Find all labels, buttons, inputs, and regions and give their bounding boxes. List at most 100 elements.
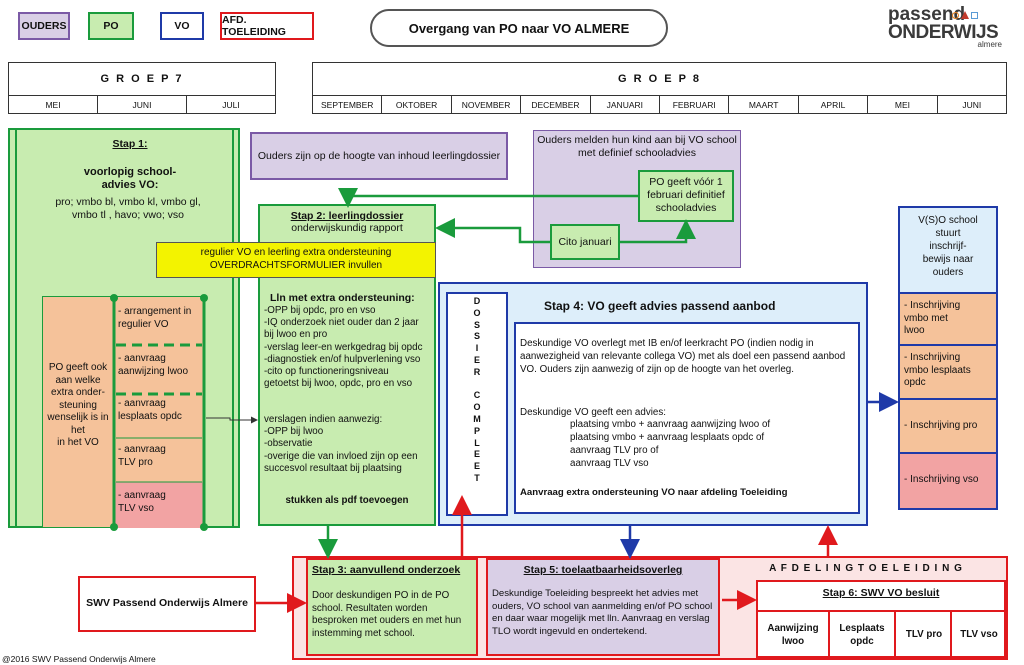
- stap1-body: voorlopig school- advies VO:: [83, 166, 177, 191]
- groep7-months: MEI JUNI JULI: [8, 96, 276, 114]
- regulier-text: regulier VO en leerling extra ondersteun…: [200, 247, 392, 271]
- stap2-title: Stap 2: leerlingdossier: [290, 210, 404, 222]
- vso-stuurt-box: [898, 206, 998, 294]
- stap4-item-3: aanvraag TLV pro of: [570, 445, 659, 456]
- swv-text: SWV Passend Onderwijs Almere: [86, 597, 248, 609]
- afdeling-title: A F D E L I N G T O E L E I D I N G: [769, 563, 963, 574]
- inschrijving-pro: - Inschrijving pro: [898, 400, 998, 454]
- stap4-item-2: plaatsing vmbo + aanvraag lesplaats opdc…: [570, 432, 765, 443]
- arrow-options-to-stap2: [206, 416, 258, 424]
- arrow-po-advies-to-stap2: [338, 188, 638, 208]
- stap3-box: [306, 558, 478, 656]
- logo-line2: ONDERWIJS: [888, 22, 999, 43]
- page-title: Overgang van PO naar VO ALMERE: [370, 9, 668, 47]
- option-arrangement: - arrangement in regulier VO: [118, 306, 192, 330]
- stap4-title: Stap 4: VO geeft advies passend aanbod: [544, 299, 776, 313]
- stap6-title: Stap 6: SWV VO besluit: [822, 587, 940, 599]
- stap1-inner-line-right: [232, 128, 234, 528]
- po-geeft-text: PO geeft ook aan welke extra onder- steu…: [47, 362, 109, 448]
- dot: [200, 523, 208, 531]
- legend-vo: VO: [160, 12, 204, 40]
- stap5-title: Stap 5: toelaatbaarheidsoverleg: [523, 564, 683, 576]
- arrow-cito-to-stap2: [435, 218, 550, 244]
- verslagen: verslagen indien aanwezig: -OPP bij lwoo…: [264, 414, 418, 474]
- logo-mark: [952, 7, 982, 19]
- po-geeft-box: [42, 296, 114, 528]
- groep7-header: G R O E P 7: [8, 62, 276, 96]
- stap2-sub: onderwijskundig rapport: [291, 222, 403, 234]
- stap1-list: pro; vmbo bl, vmbo kl, vmbo gl, vmbo tl …: [55, 196, 201, 221]
- stap5-box: [486, 558, 720, 656]
- stap4-p2: Deskundige VO geeft een advies:: [520, 407, 666, 418]
- month-cell: FEBRUARI: [660, 96, 730, 113]
- dot: [110, 294, 118, 302]
- logo: passend ONDERWIJS almere: [886, 4, 1014, 50]
- legend-ouders: OUDERS: [18, 12, 70, 40]
- stap1-inner-line-left: [15, 128, 17, 528]
- month-cell: JUNI: [962, 99, 982, 110]
- dossier-box: [446, 292, 508, 516]
- dot: [200, 294, 208, 302]
- ouders-hoogte-text: Ouders zijn op de hoogte van inhoud leer…: [257, 150, 501, 162]
- lln-list: -OPP bij opdc, pro en vso -IQ onderzoek …: [264, 305, 423, 390]
- month-cell: JANUARI: [591, 96, 661, 113]
- pdf-note: stukken als pdf toevoegen: [285, 495, 409, 506]
- stap4-p1: Deskundige VO overlegt met IB en/of leer…: [520, 338, 846, 375]
- stap6-col-sep-2: [894, 610, 896, 658]
- inschrijving-opdc: - Inschrijving vmbo lesplaats opdc: [898, 346, 998, 400]
- stap6-cell-opdc: Lesplaats opdc: [839, 623, 885, 647]
- logo-line1: passend: [888, 4, 966, 25]
- po-geeft-voor-text: PO geeft vóór 1 februari definitief scho…: [647, 176, 725, 214]
- vso-stuurt-text: V(S)O school stuurt inschrijf- bewijs na…: [918, 215, 978, 278]
- option-tlv-pro: - aanvraag TLV pro: [118, 444, 166, 468]
- month-cell: MAART: [729, 96, 799, 113]
- stap4-item-1: plaatsing vmbo + aanvraag aanwijzing lwo…: [570, 419, 771, 430]
- footer-copyright: @2016 SWV Passend Onderwijs Almere: [2, 654, 156, 664]
- option-lwoo: - aanvraag aanwijzing lwoo: [118, 353, 189, 377]
- month-cell: MEI: [868, 96, 938, 113]
- stap6-box: [756, 580, 1006, 658]
- month-cell: SEPTEMBER: [313, 96, 383, 113]
- arrow-cito-to-po-advies: [620, 219, 696, 244]
- dot: [110, 523, 118, 531]
- option-tlv-vso: - aanvraag TLV vso: [114, 482, 204, 528]
- stap3-body: Door deskundigen PO in de PO school. Res…: [312, 590, 462, 639]
- logo-line3: almere: [977, 40, 1002, 49]
- ouders-hoogte-box: [250, 132, 508, 180]
- stap6-cell-vso: TLV vso: [960, 629, 998, 640]
- month-cell: OKTOBER: [382, 96, 452, 113]
- groep8-months: SEPTEMBER OKTOBER NOVEMBER DECEMBER JANU…: [312, 96, 1007, 114]
- stap4-item-4: aanvraag TLV vso: [570, 458, 649, 469]
- stap1-title: Stap 1:: [112, 138, 148, 150]
- stap6-cell-pro: TLV pro: [905, 629, 943, 640]
- stap5-body: Deskundige Toeleiding bespreekt het advi…: [492, 588, 713, 637]
- option-opdc: - aanvraag lesplaats opdc: [118, 398, 182, 422]
- month-cell: APRIL: [799, 96, 869, 113]
- stap6-divider: [756, 610, 1006, 612]
- stap3-title: Stap 3: aanvullend onderzoek: [312, 564, 461, 576]
- month-cell: DECEMBER: [521, 96, 591, 113]
- legend-po: PO: [88, 12, 134, 40]
- ouders-melden-text: Ouders melden hun kind aan bij VO school…: [537, 134, 737, 159]
- inschrijving-lwoo: - Inschrijving vmbo met lwoo: [898, 294, 998, 346]
- lln-title: Lln met extra ondersteuning:: [270, 292, 415, 304]
- stap6-cell-lwoo: Aanwijzing lwoo: [767, 623, 819, 647]
- cito-text: Cito januari: [558, 236, 612, 248]
- dossier-text: D O S S I E R C O M P L E E T: [473, 296, 481, 483]
- month-cell: JULI: [222, 99, 240, 110]
- legend-afd: AFD. TOELEIDING: [220, 12, 314, 40]
- stap4-p3: Aanvraag extra ondersteuning VO naar afd…: [520, 487, 788, 498]
- stap4-inner-box: [514, 322, 860, 514]
- stap6-col-sep-1: [828, 610, 830, 658]
- month-cell: MEI: [9, 96, 98, 113]
- cito-box: [550, 224, 620, 260]
- month-cell: JUNI: [98, 96, 187, 113]
- groep8-header: G R O E P 8: [312, 62, 1007, 96]
- swv-box: [78, 576, 256, 632]
- stap6-col-sep-3: [950, 610, 952, 658]
- regulier-box: [156, 242, 436, 278]
- inschrijving-vso: - Inschrijving vso: [898, 454, 998, 510]
- month-cell: NOVEMBER: [452, 96, 522, 113]
